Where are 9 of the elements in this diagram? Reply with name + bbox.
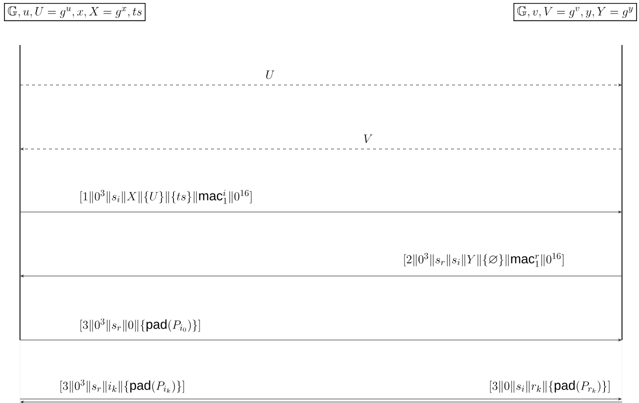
edge-label: $U$ (264, 70, 276, 80)
edge-label: $V$ (362, 134, 374, 144)
edge-label: $[3 \| 0 \| s_{i} \| r_{k} \| \{\mathrm{pad}(P_{r_{k}})\}]$ (488, 379, 612, 394)
party-box: $\mathbb{G}, v, V = g^{v}, y, Y = g^{y}$ (513, 3, 637, 22)
edge-label: $[3 \| 0^{3} \| s_{r} \| i_{k} \| \{\mathrm{pad}(P_{i_{k}})\}]$ (58, 378, 186, 394)
edge-label: $[3 \| 0^{3} \| s_{r} \| 0 \| \{\mathrm{pad}(P_{i_{0}})\}]$ (78, 318, 202, 333)
edge-label: $[2 \| 0^{3} \| s_{r} \| s_{i} \| Y \| \{\varnothing\} \| \mathrm{mac}_{1}^{r} \| 0^{16}]$ (402, 252, 566, 268)
party-box: $\mathbb{G}, u, U = g^{u}, x, X = g^{x}, ts$ (4, 3, 146, 22)
edge-label: $[1 \| 0^{3} \| s_{i} \| X \| \{U\} \| \{ts\} \| \mathrm{mac}_{1}^{i} \| 0^{16}]$ (78, 188, 254, 205)
